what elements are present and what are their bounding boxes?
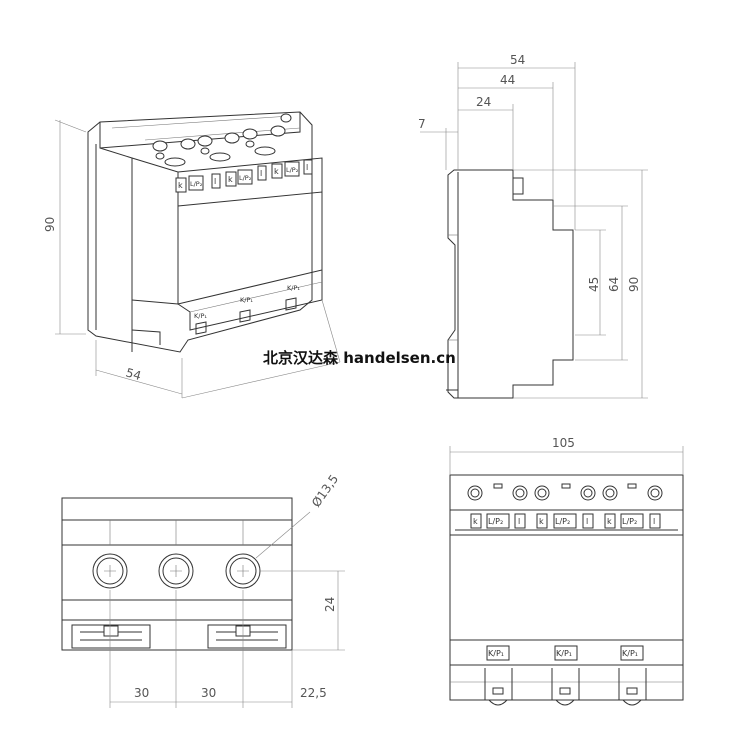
front-bottom-terminal-label: K/P₁	[556, 649, 572, 658]
iso-screws	[152, 113, 292, 167]
side-dim-90: 90	[627, 277, 641, 292]
front-terminal-label: L/P₂	[488, 517, 503, 526]
iso-terminal-label: k	[274, 167, 279, 176]
front-view: k L/P₂ l k L/P₂ l k L/P₂ l K/P₁ K/P₁ K/P…	[449, 436, 684, 706]
iso-terminal-label: L/P₂	[190, 180, 203, 188]
side-dim-45: 45	[587, 277, 601, 292]
iso-terminal-label: l	[260, 169, 262, 178]
front-din-clips	[484, 668, 647, 706]
front-terminal-label: k	[539, 517, 544, 526]
iso-bottom-terminal-label: K/P₁	[240, 296, 253, 304]
top-view: Ø13,5 24 30 30 22,5	[61, 472, 345, 708]
front-bottom-terminal-label: K/P₁	[622, 649, 638, 658]
iso-dim-height: 90	[43, 217, 57, 232]
side-dim-44: 44	[500, 73, 515, 87]
front-screws	[467, 483, 663, 501]
front-top-terminal-labels: k L/P₂ l k L/P₂ l k L/P₂ l	[470, 513, 661, 529]
iso-bottom-terminal-label: K/P₁	[287, 284, 300, 292]
side-dim-54: 54	[510, 53, 525, 67]
top-dim-hole: Ø13,5	[309, 472, 341, 510]
side-dim-24: 24	[476, 95, 491, 109]
iso-dim-depth: 54	[124, 365, 143, 383]
front-terminal-label: L/P₂	[555, 517, 570, 526]
isometric-view: k L/P₂ l k L/P₂ l k L/P₂ l K/P₁ K/P₁ K/P…	[43, 111, 341, 399]
iso-terminal-label: k	[228, 175, 233, 184]
front-terminal-label: k	[473, 517, 478, 526]
iso-bottom-terminal-label: K/P₁	[194, 312, 207, 320]
side-dim-7: 7	[418, 117, 426, 131]
side-dim-64: 64	[607, 277, 621, 292]
front-bottom-terminal-labels: K/P₁ K/P₁ K/P₁	[486, 645, 644, 661]
iso-terminal-label: l	[214, 177, 216, 186]
iso-terminal-label: L/P₂	[239, 174, 252, 182]
top-dim-30a: 30	[134, 686, 149, 700]
watermark: 北京汉达森 handelsen.cn	[263, 349, 456, 367]
iso-terminal-label: k	[178, 181, 183, 190]
front-terminal-label: l	[653, 517, 655, 526]
front-bottom-terminal-label: K/P₁	[488, 649, 504, 658]
top-dim-24: 24	[323, 597, 337, 612]
front-terminal-label: l	[518, 517, 520, 526]
top-dim-30b: 30	[201, 686, 216, 700]
top-view-holes	[92, 553, 261, 589]
front-terminal-label: l	[586, 517, 588, 526]
front-dim-width: 105	[552, 436, 575, 450]
iso-bottom-terminal-labels: K/P₁ K/P₁ K/P₁	[194, 284, 300, 320]
iso-terminal-label: L/P₂	[286, 166, 299, 174]
iso-top-terminal-labels: k L/P₂ l k L/P₂ l k L/P₂ l	[175, 159, 313, 193]
iso-terminal-label: l	[306, 163, 308, 172]
top-dim-22-5: 22,5	[300, 686, 327, 700]
side-view: 54 44 24 7 45 64 90	[418, 53, 648, 399]
front-terminal-label: L/P₂	[622, 517, 637, 526]
front-terminal-label: k	[607, 517, 612, 526]
